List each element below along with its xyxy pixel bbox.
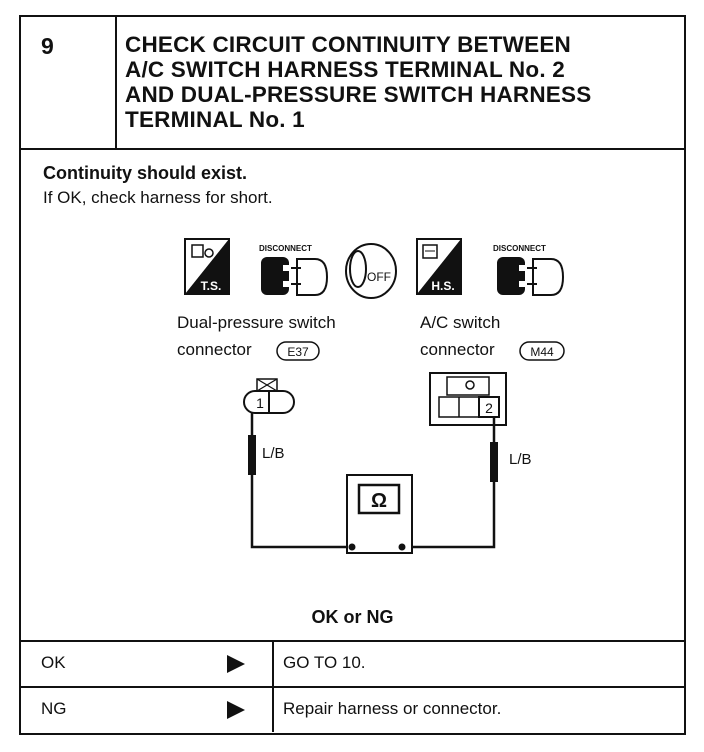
step-title: CHECK CIRCUIT CONTINUITY BETWEEN A/C SWI… <box>125 32 681 132</box>
header-divider <box>21 148 684 150</box>
left-connector-name: Dual-pressure switch <box>177 313 336 332</box>
right-wire <box>400 417 496 549</box>
disconnect-left-label: DISCONNECT <box>259 244 312 253</box>
hs-badge-label: H.S. <box>431 279 454 293</box>
terminal-1-label: 1 <box>256 395 264 411</box>
right-wire-color: L/B <box>509 451 532 468</box>
right-connector-name: A/C switch <box>420 313 500 332</box>
step-number: 9 <box>41 33 54 59</box>
right-connector-code: M44 <box>530 345 554 359</box>
right-connector-code-badge <box>519 341 565 361</box>
left-connector-label: connector <box>177 340 252 359</box>
result-ok-action: GO TO 10. <box>283 653 366 672</box>
left-connector-code-badge <box>276 341 320 361</box>
ts-badge-label: T.S. <box>201 279 222 293</box>
disconnect-right-label: DISCONNECT <box>493 244 546 253</box>
ignition-key-icon: OFF <box>345 243 397 299</box>
result-divider-middle <box>21 686 684 688</box>
terminal-2-label: 2 <box>485 400 493 416</box>
arrow-right-icon <box>227 701 245 719</box>
condition-note: If OK, check harness for short. <box>43 188 273 207</box>
ok-or-ng-label: OK or NG <box>311 607 394 627</box>
disconnect-right-icon: DISCONNECT <box>493 244 565 296</box>
left-connector-code: E37 <box>287 345 309 359</box>
ohm-symbol: Ω <box>371 490 387 512</box>
result-divider-top <box>21 640 684 642</box>
left-wire-marker <box>248 435 256 475</box>
step-title-line-1: CHECK CIRCUIT CONTINUITY BETWEEN <box>125 32 571 57</box>
step-title-line-3: AND DUAL-PRESSURE SWITCH HARNESS <box>125 82 592 107</box>
inspection-step-frame: 9 CHECK CIRCUIT CONTINUITY BETWEEN A/C S… <box>19 15 686 735</box>
continuity-condition: Continuity should exist. <box>43 163 248 183</box>
result-row-ng: NG Repair harness or connector. <box>21 687 684 732</box>
ac-switch-connector: 2 <box>429 372 507 426</box>
step-title-line-2: A/C SWITCH HARNESS TERMINAL No. 2 <box>125 57 565 82</box>
step-number-cell: 9 <box>21 17 117 150</box>
step-title-line-4: TERMINAL No. 1 <box>125 107 305 132</box>
right-wire-marker <box>490 442 498 482</box>
result-ng-label: NG <box>41 699 67 718</box>
ohmmeter: Ω <box>346 474 413 554</box>
hs-badge-icon: H.S. <box>416 238 462 295</box>
circuit-diagram: T.S. DISCONNECT OFF H.S. DIS <box>177 238 565 554</box>
left-wire <box>250 413 351 549</box>
result-ng-action: Repair harness or connector. <box>283 699 502 718</box>
ignition-off-label: OFF <box>367 270 391 284</box>
disconnect-left-icon: DISCONNECT <box>259 244 329 296</box>
column-divider <box>272 687 274 732</box>
ts-badge-icon: T.S. <box>184 238 230 295</box>
dual-pressure-switch-connector: 1 <box>243 378 295 414</box>
arrow-right-icon <box>227 655 245 673</box>
right-connector-label: connector <box>420 340 495 359</box>
result-row-ok: OK GO TO 10. <box>21 641 684 686</box>
column-divider <box>272 641 274 686</box>
result-ok-label: OK <box>41 653 66 672</box>
left-wire-color: L/B <box>262 445 285 462</box>
